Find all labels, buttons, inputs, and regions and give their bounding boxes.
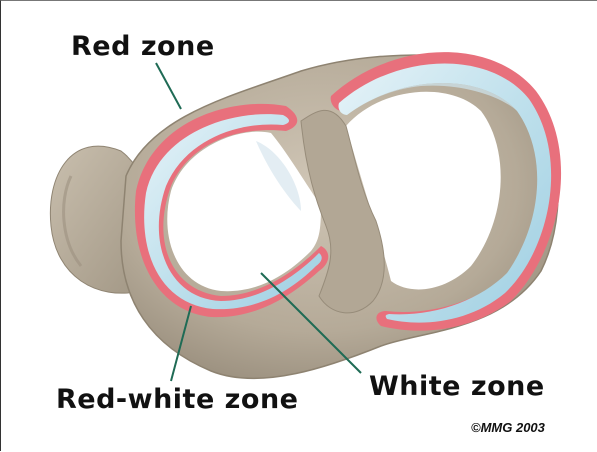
copyright-text: ©MMG 2003 [471,420,545,435]
red-zone-label: Red zone [71,31,215,62]
leader-red-zone [156,63,181,109]
red-white-zone-label: Red-white zone [56,384,298,415]
white-zone-label: White zone [369,371,545,402]
